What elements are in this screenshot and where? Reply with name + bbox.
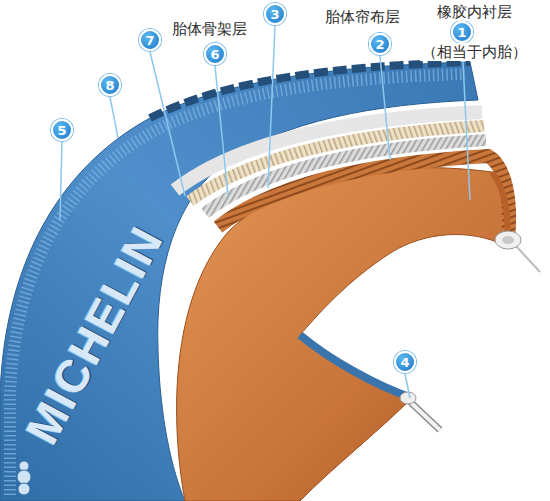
leader-line: [462, 43, 470, 200]
layer-2: [218, 156, 509, 238]
leader-line: [380, 56, 390, 160]
bead-upper: [495, 231, 521, 249]
leader-line: [215, 66, 228, 196]
leader-group: [60, 26, 470, 398]
callout-text: 7: [145, 34, 154, 47]
part-label: 胎体骨架层: [170, 20, 249, 38]
logo-part: [17, 470, 31, 484]
part-label: 胎体帘布层: [323, 8, 402, 26]
callout-number: 5: [51, 119, 73, 141]
michelin-man-logo: [17, 461, 31, 495]
logo-part: [18, 483, 30, 495]
bead-upper-core: [502, 236, 514, 244]
callout-number: 4: [394, 351, 416, 373]
leader-line: [405, 374, 410, 398]
leader-line: [60, 142, 62, 220]
callout-text: 8: [105, 79, 114, 92]
callout-number: 2: [369, 33, 391, 55]
callout-text: 4: [400, 356, 409, 369]
leader-line: [110, 97, 118, 138]
callout-text: 5: [57, 124, 66, 137]
callout-number: 6: [204, 43, 226, 65]
callout-number: 7: [139, 29, 161, 51]
callout-number: 3: [264, 3, 286, 25]
part-label: 橡胶内衬层: [435, 3, 514, 21]
callout-text: 3: [270, 8, 279, 21]
leader-line: [268, 26, 275, 188]
leader-line: [150, 52, 185, 196]
callout-number: 1: [451, 21, 473, 43]
callout-text: 6: [210, 48, 219, 61]
callout-text: 2: [375, 38, 384, 51]
callout-number: 8: [99, 74, 121, 96]
bead-wire-upper: [516, 246, 540, 272]
callout-text: 1: [457, 26, 466, 39]
part-note: （相当于内胎）: [420, 43, 529, 61]
bead-lower: [400, 392, 416, 404]
